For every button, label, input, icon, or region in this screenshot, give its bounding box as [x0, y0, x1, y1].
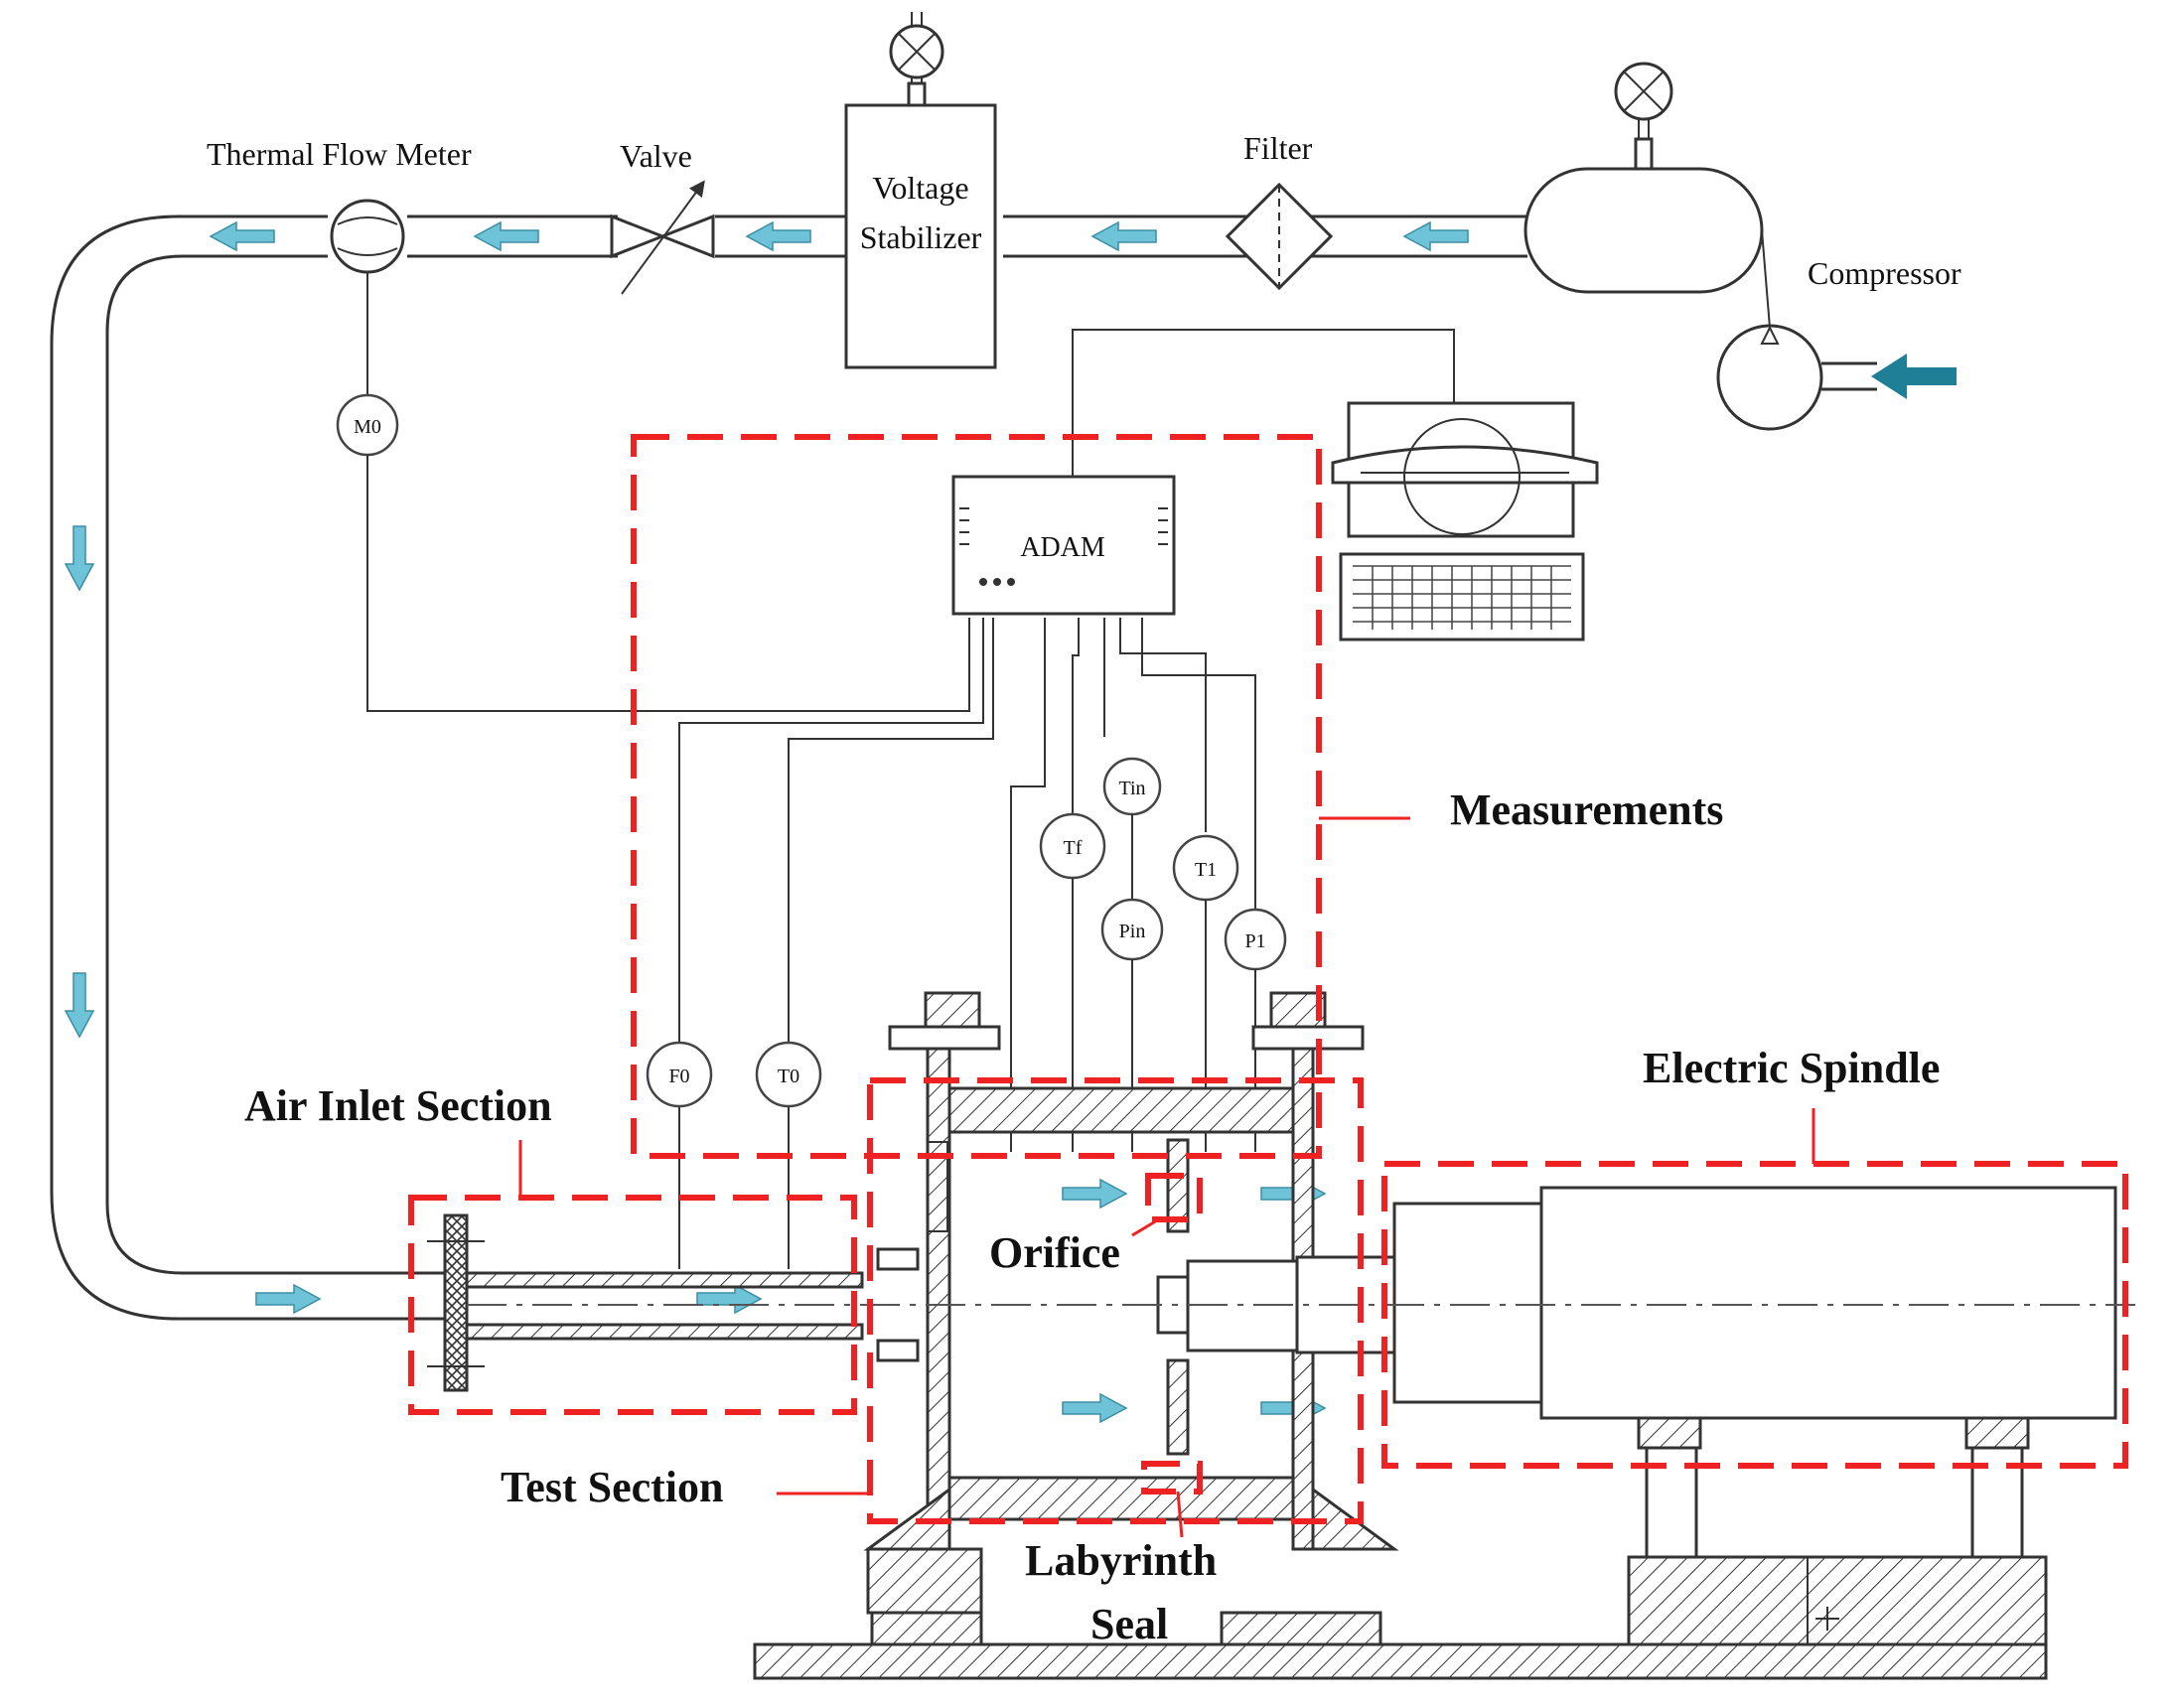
sensors: Tin Tf T1 Pin P1 F0 T0	[646, 757, 1287, 1152]
pressure-gauge-icon	[1614, 62, 1673, 121]
electric-spindle-box	[1381, 1161, 2128, 1469]
sensor-t1-label: T1	[1195, 859, 1217, 881]
orifice-box	[1145, 1173, 1203, 1222]
dashed-boxes	[408, 434, 2128, 1538]
computer-icon	[1072, 329, 1599, 641]
filter: Filter	[1225, 130, 1334, 291]
flow-arrow-icon	[255, 1283, 322, 1315]
valve-label: Valve	[620, 138, 692, 174]
flow-arrow-icon	[1402, 220, 1469, 252]
labyrinth-box	[1141, 1461, 1203, 1494]
sensor-f0	[646, 1041, 713, 1108]
supply-pipe	[50, 214, 1527, 1321]
sensor-pin-label: Pin	[1119, 921, 1146, 942]
flow-arrows	[64, 220, 1469, 1424]
compressor: Compressor	[1523, 62, 1961, 431]
voltage-stabilizer: Voltage Stabilizer	[844, 12, 997, 369]
inlet-arrow-icon	[1871, 354, 1957, 399]
thermal-flow-meter-label: Thermal Flow Meter	[207, 136, 472, 172]
base-plate	[753, 1416, 2048, 1680]
keyboard-icon	[1353, 565, 1571, 630]
compressor-label: Compressor	[1808, 255, 1961, 291]
air-inlet-box	[408, 1195, 857, 1415]
flow-arrow-icon	[64, 525, 95, 592]
test-section-box	[867, 1077, 1364, 1524]
electric-spindle-label: Electric Spindle	[1643, 1044, 1940, 1092]
labyrinth-seal-label-2: Seal	[1090, 1600, 1168, 1648]
valve: Valve	[610, 138, 715, 295]
sensor-tf-label: Tf	[1064, 837, 1083, 859]
sensor-tin-label: Tin	[1118, 778, 1145, 799]
measurements-box	[631, 434, 1322, 1159]
sensor-p1-label: P1	[1244, 930, 1265, 952]
sensor-f0-label: F0	[668, 1066, 689, 1087]
pressure-gauge-icon	[889, 24, 944, 79]
voltage-stabilizer-label-1: Voltage	[872, 170, 968, 206]
voltage-stabilizer-label-2: Stabilizer	[860, 219, 982, 255]
flow-arrow-icon	[1062, 1392, 1128, 1424]
air-inlet-section	[409, 1213, 864, 1392]
thermal-flow-meter: Thermal Flow Meter M0	[207, 136, 970, 712]
sensor-m0-label: M0	[354, 416, 381, 438]
measurements-label: Measurements	[1450, 785, 1723, 834]
flow-arrow-icon	[696, 1283, 763, 1315]
flow-arrow-icon	[745, 220, 811, 252]
labyrinth-seal-label-1: Labyrinth	[1025, 1536, 1217, 1585]
air-inlet-section-label: Air Inlet Section	[244, 1081, 552, 1130]
flow-arrow-icon	[1090, 220, 1157, 252]
electric-spindle	[1295, 1186, 2117, 1420]
flow-arrow-icon	[473, 220, 539, 252]
flow-arrow-icon	[209, 220, 275, 252]
flow-arrow-icon	[64, 972, 95, 1039]
adam-label: ADAM	[1020, 532, 1105, 563]
test-section	[863, 991, 1399, 1646]
filter-label: Filter	[1243, 130, 1313, 166]
flow-arrow-icon	[1062, 1178, 1128, 1210]
sensor-t0-label: T0	[778, 1066, 799, 1087]
adam-module: ADAM	[678, 475, 1256, 1269]
test-section-label: Test Section	[501, 1463, 724, 1511]
orifice-label: Orifice	[989, 1228, 1120, 1277]
sensor-t0	[755, 1041, 822, 1108]
